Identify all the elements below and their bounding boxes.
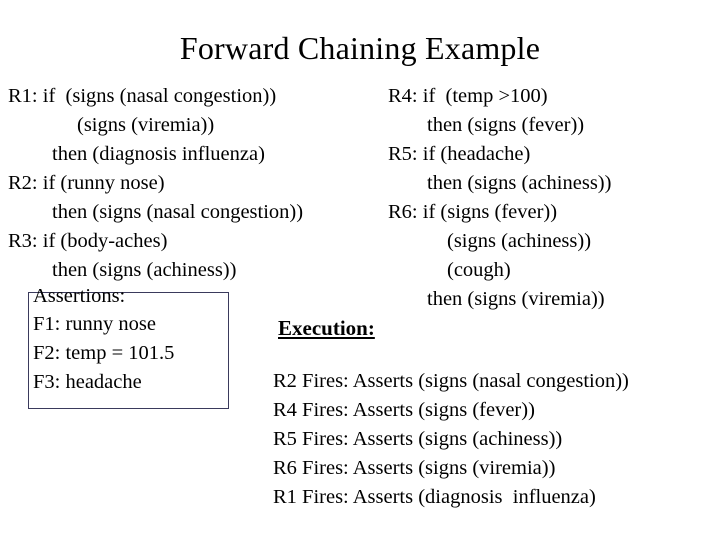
rule-line-right-6: (cough) — [447, 259, 511, 281]
execution-trace-line-2: R5 Fires: Asserts (signs (achiness)) — [273, 428, 563, 450]
execution-trace-line-0: R2 Fires: Asserts (signs (nasal congesti… — [273, 370, 629, 392]
rule-line-right-4: R6: if (signs (fever)) — [388, 201, 558, 223]
assertions-heading: Assertions: — [33, 285, 126, 307]
rule-line-left-1: (signs (viremia)) — [77, 114, 215, 136]
assertion-item-1: F2: temp = 101.5 — [33, 342, 175, 364]
rule-line-right-7: then (signs (viremia)) — [427, 288, 605, 310]
rule-line-left-5: R3: if (body-aches) — [8, 230, 168, 252]
page-title: Forward Chaining Example — [179, 30, 541, 66]
rule-line-right-2: R5: if (headache) — [388, 143, 531, 165]
rule-line-left-6: then (signs (achiness)) — [52, 259, 237, 281]
rule-line-right-0: R4: if (temp >100) — [388, 85, 548, 107]
rule-line-left-3: R2: if (runny nose) — [8, 172, 165, 194]
execution-trace-line-1: R4 Fires: Asserts (signs (fever)) — [273, 399, 535, 421]
assertions-box — [28, 292, 229, 409]
rule-line-right-3: then (signs (achiness)) — [427, 172, 612, 194]
execution-trace-line-4: R1 Fires: Asserts (diagnosis influenza) — [273, 486, 596, 508]
rule-line-right-1: then (signs (fever)) — [427, 114, 585, 136]
rule-line-left-0: R1: if (signs (nasal congestion)) — [8, 85, 277, 107]
rule-line-left-2: then (diagnosis influenza) — [52, 143, 265, 165]
assertion-item-2: F3: headache — [33, 371, 142, 393]
assertion-item-0: F1: runny nose — [33, 313, 156, 335]
execution-heading: Execution: — [278, 316, 375, 340]
execution-trace-line-3: R6 Fires: Asserts (signs (viremia)) — [273, 457, 556, 479]
rule-line-left-4: then (signs (nasal congestion)) — [52, 201, 304, 223]
rule-line-right-5: (signs (achiness)) — [447, 230, 592, 252]
